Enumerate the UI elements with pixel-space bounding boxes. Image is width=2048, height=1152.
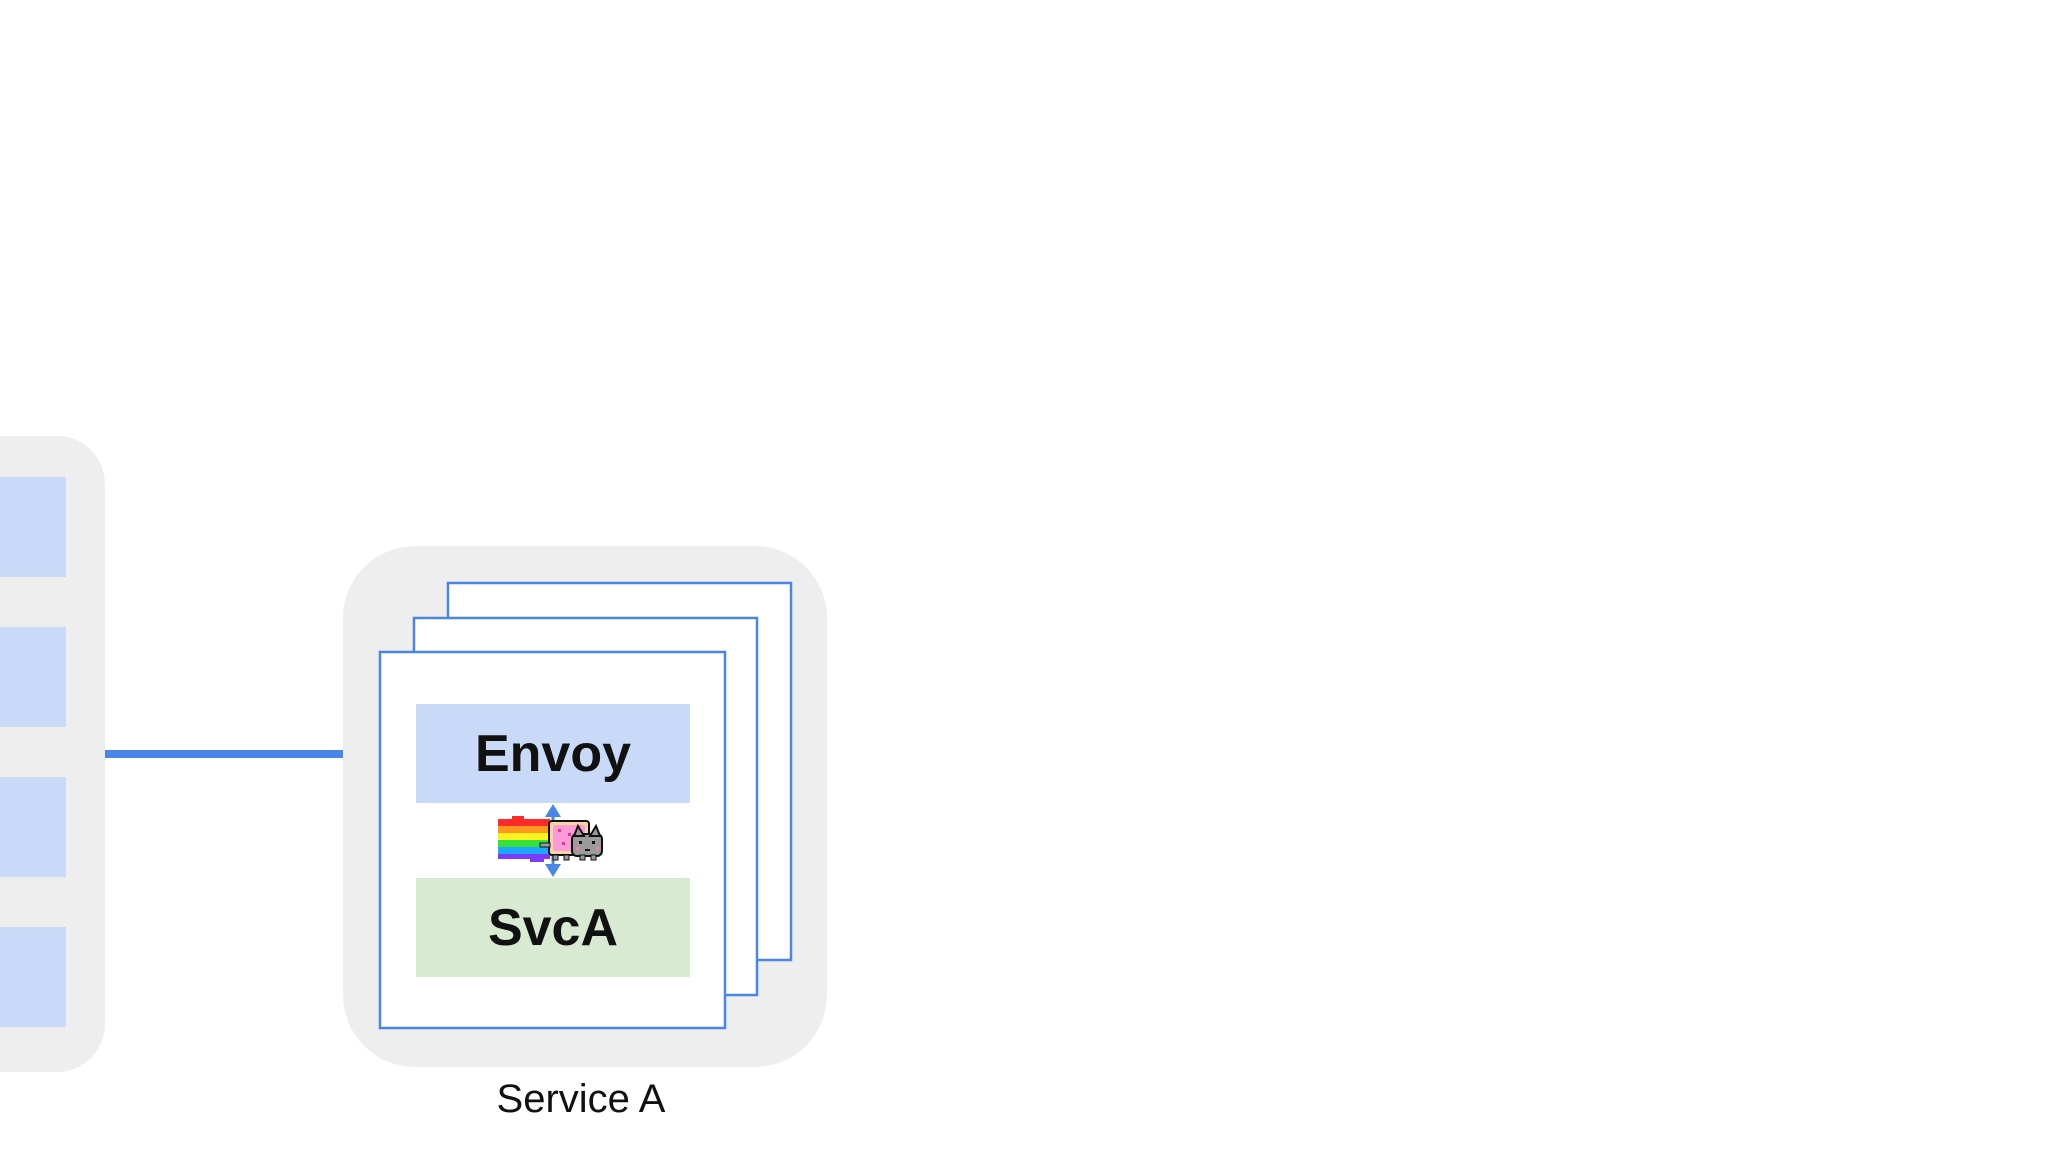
left-slot-3	[0, 777, 66, 877]
left-slot-4	[0, 927, 66, 1027]
left-slot-1	[0, 477, 66, 577]
service-caption: Service A	[497, 1077, 666, 1121]
left-group-background	[0, 436, 105, 1072]
left-slot-2	[0, 627, 66, 727]
service-group: Envoy SvcA	[343, 546, 827, 1121]
svca-label: SvcA	[488, 899, 618, 957]
nyan-cat-icon	[498, 816, 603, 862]
envoy-box: Envoy	[416, 704, 690, 803]
left-group	[0, 436, 105, 1072]
envoy-label: Envoy	[475, 725, 631, 783]
svca-box: SvcA	[416, 878, 690, 977]
